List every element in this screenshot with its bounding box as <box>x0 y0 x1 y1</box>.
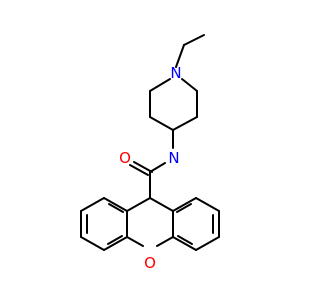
bond-carbonyl-double-2 <box>129 164 149 176</box>
bond-pip-c4-c5 <box>172 116 198 131</box>
bond-left-benzene-2 <box>80 197 105 212</box>
bond-c9-left <box>126 197 151 212</box>
bond-ethyl-ch3 <box>183 34 205 46</box>
bond-right-benzene-5 <box>172 236 197 251</box>
bond-pip-n-c2 <box>149 78 171 92</box>
bond-right-benzene-inner-1 <box>176 203 192 213</box>
bond-network <box>80 34 220 251</box>
bond-pip-c6-n <box>181 78 198 92</box>
bond-c9-right <box>149 197 174 212</box>
ring-oxygen-label: O <box>144 254 156 272</box>
bond-right-benzene-1 <box>172 197 197 212</box>
bond-carbonyl-double-1 <box>133 161 153 173</box>
atom-labels: N N O O <box>119 64 182 272</box>
bond-right-benzene-inner-3 <box>177 235 193 245</box>
bond-ethyl-ch2-n <box>175 44 185 68</box>
bond-right-c-o <box>156 236 174 247</box>
bond-left-benzene-5 <box>103 236 128 251</box>
bond-left-benzene-inner-1 <box>108 203 124 213</box>
bond-left-benzene-inner-3 <box>107 235 123 245</box>
bond-pip-c3-c4 <box>149 116 174 131</box>
bond-right-benzene-2 <box>195 197 220 212</box>
bond-left-c-o <box>126 236 144 247</box>
bond-right-benzene-4 <box>195 236 220 251</box>
carbonyl-oxygen-label: O <box>119 149 131 167</box>
piperidine-nitrogen-label: N <box>170 64 181 82</box>
bond-left-benzene-4 <box>80 236 105 251</box>
molecular-structure: N N O O <box>80 34 220 272</box>
bond-nh-carbonyl-c <box>149 162 166 173</box>
bond-left-benzene-1 <box>103 197 128 212</box>
amide-nitrogen-label: N <box>168 149 179 167</box>
